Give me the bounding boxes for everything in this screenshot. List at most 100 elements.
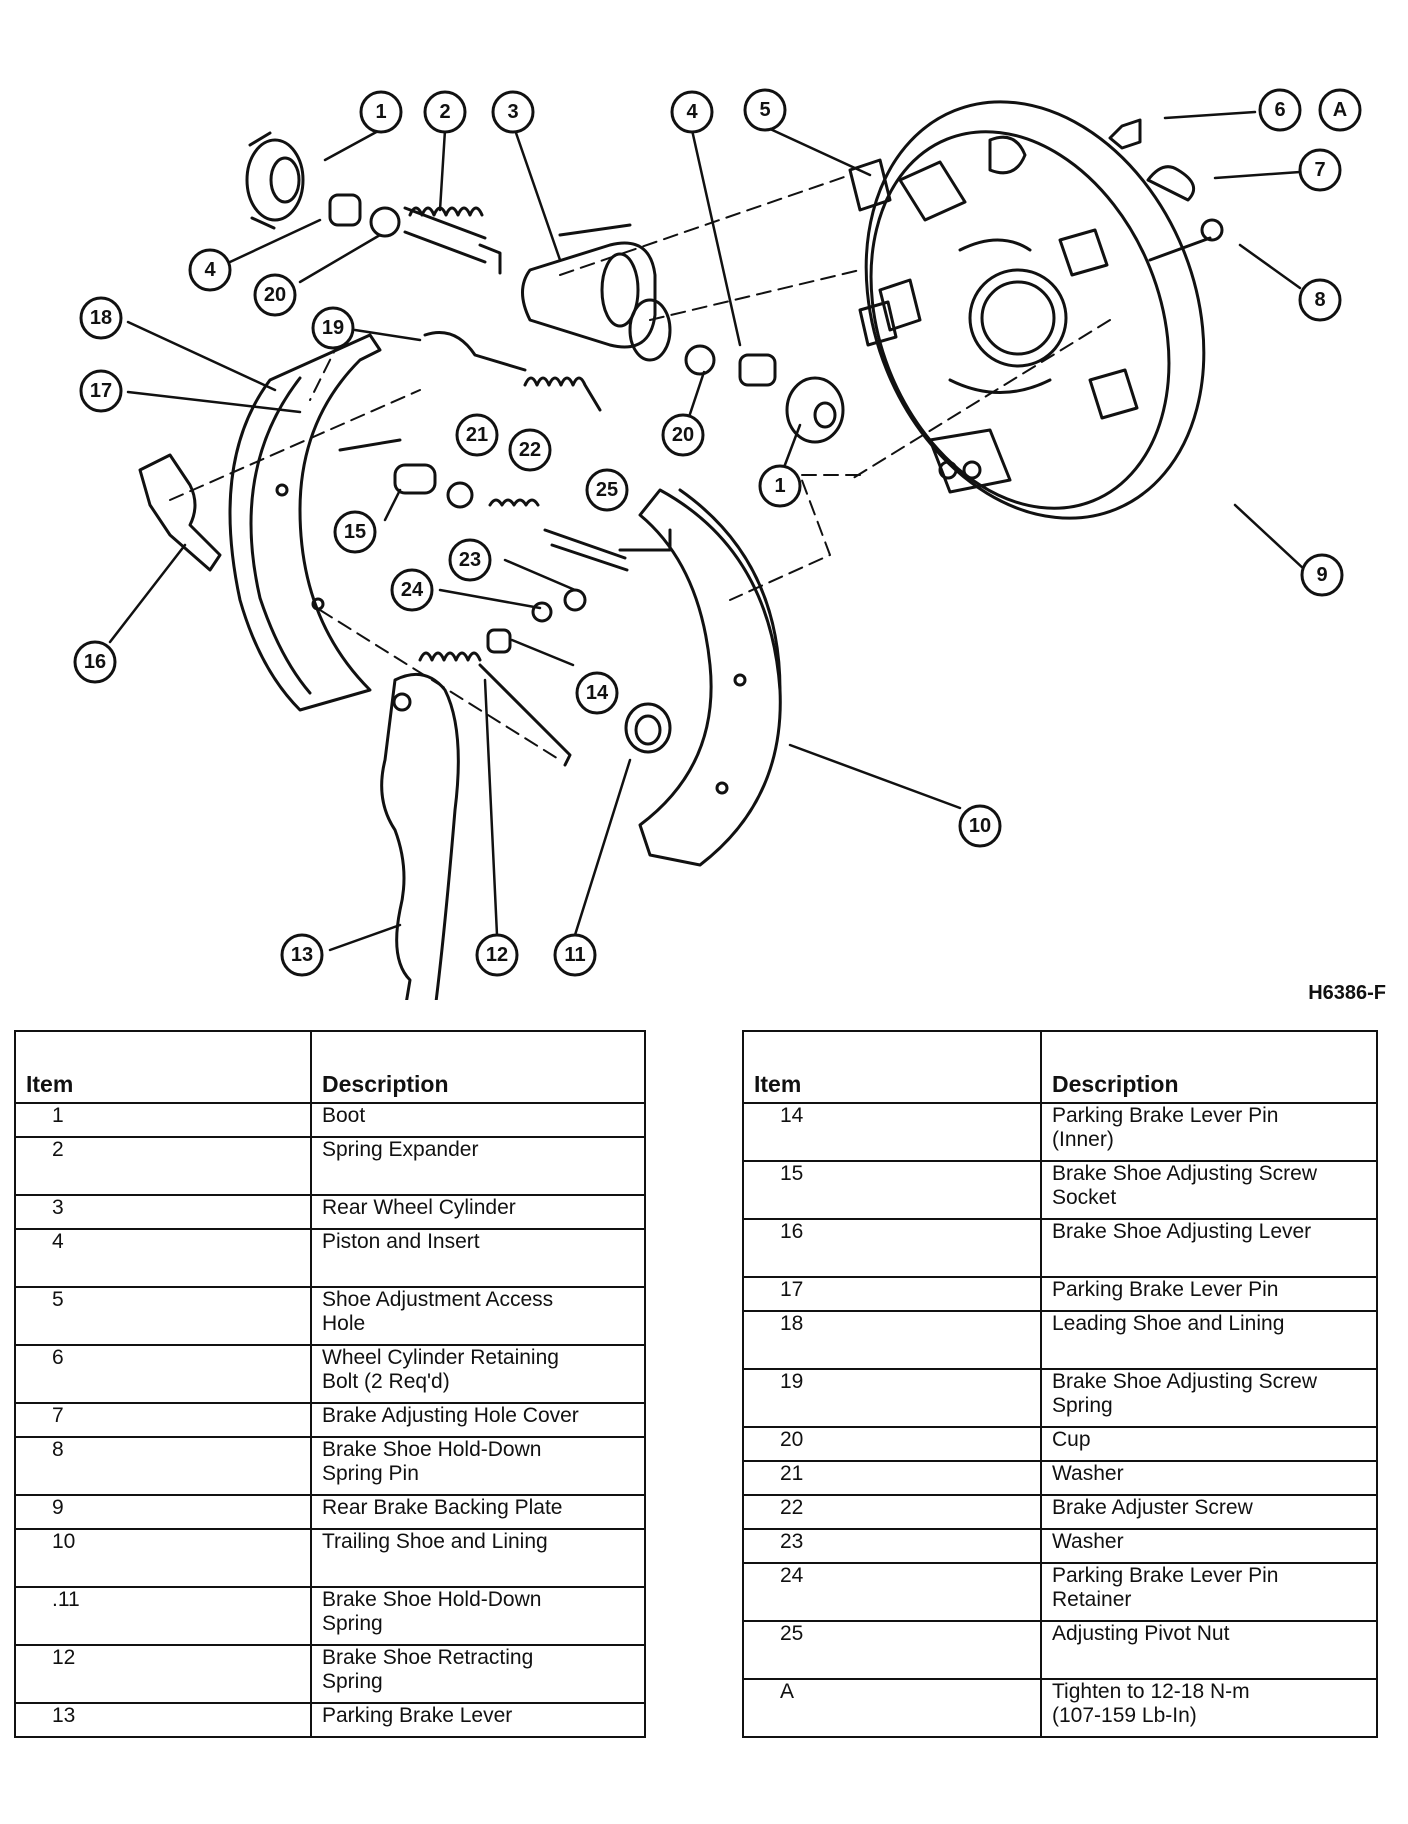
callout-label: 4: [686, 101, 698, 123]
item-number: 5: [14, 1286, 312, 1346]
callout-label: 5: [759, 99, 770, 121]
item-description: Spring Expander: [310, 1136, 646, 1196]
description-line: Brake Shoe Adjusting Lever: [1052, 1220, 1312, 1243]
callout-circle: [1258, 88, 1302, 132]
callout-circle: [448, 538, 492, 582]
item-description: Brake Shoe Adjusting Lever: [1040, 1218, 1378, 1278]
callout-circle: [1298, 278, 1342, 322]
callout-label: 12: [486, 944, 508, 966]
item-number: 3: [14, 1194, 312, 1230]
hardware-top-right: [1108, 118, 1224, 262]
description-line: Washer: [1052, 1462, 1124, 1485]
description-line: Spring Expander: [322, 1138, 479, 1161]
wheel-cylinder: [521, 223, 672, 362]
callout-circle: [1300, 553, 1344, 597]
backing-plate: [848, 100, 1206, 520]
item-description: Brake Adjusting Hole Cover: [310, 1402, 646, 1438]
description-line: Leading Shoe and Lining: [1052, 1312, 1285, 1335]
description-line: Adjusting Pivot Nut: [1052, 1622, 1230, 1645]
description-line: Retainer: [1052, 1588, 1132, 1611]
item-number: 18: [742, 1310, 1042, 1370]
callout-circle: [1318, 88, 1362, 132]
callout-label: 23: [459, 549, 481, 571]
item-description: Washer: [1040, 1460, 1378, 1496]
description-line: (Inner): [1052, 1128, 1114, 1151]
callout-label: 7: [1314, 159, 1325, 181]
description-line: Parking Brake Lever: [322, 1704, 513, 1727]
cylinder-internals-left: [245, 131, 502, 275]
item-number: 24: [742, 1562, 1042, 1622]
item-description: Parking Brake Lever Pin(Inner): [1040, 1102, 1378, 1162]
leader-lines: [108, 110, 1307, 952]
table-row: 13 Parking Brake Lever: [14, 1702, 646, 1738]
leading-shoe: [228, 333, 382, 712]
callout-label: 1: [375, 101, 386, 123]
callout-label: 6: [1274, 99, 1285, 121]
callout-circle: [670, 90, 714, 134]
description-line: Washer: [1052, 1530, 1124, 1553]
table-header: Item Description: [14, 1030, 646, 1104]
callout-label: 13: [291, 944, 313, 966]
adjuster-assembly: [338, 438, 672, 654]
description-line: Hole: [322, 1312, 366, 1335]
table-row: 16 Brake Shoe Adjusting Lever: [742, 1218, 1378, 1278]
callout-circle: [79, 296, 123, 340]
parking-brake-lever: [380, 672, 460, 1000]
callout-circle: [188, 248, 232, 292]
callout-circle: [575, 671, 619, 715]
callout-circle: [455, 413, 499, 457]
item-number: 13: [14, 1702, 312, 1738]
item-description: Tighten to 12-18 N-m(107-159 Lb-In): [1040, 1678, 1378, 1738]
description-line: Spring Pin: [322, 1462, 419, 1485]
callout-circle: [661, 413, 705, 457]
item-number: 6: [14, 1344, 312, 1404]
callout-circle: [79, 369, 123, 413]
callout-circle: [758, 464, 802, 508]
callout-label: 19: [322, 317, 344, 339]
callout-circle: [491, 90, 535, 134]
description-line: Spring: [1052, 1394, 1113, 1417]
callout-circle: [359, 90, 403, 134]
description-line: Cup: [1052, 1428, 1091, 1451]
callout-circles: [73, 88, 1362, 977]
item-description: Adjusting Pivot Nut: [1040, 1620, 1378, 1680]
callout-label: 17: [90, 380, 112, 402]
item-number: A: [742, 1678, 1042, 1738]
column-header-description: Description: [1040, 1030, 1378, 1104]
callout-circle: [390, 568, 434, 612]
brake-exploded-diagram: 1 2 3 4 5 6 A 7 8 18 17 19 21 22 25 20 1…: [73, 88, 1362, 1000]
description-line: Trailing Shoe and Lining: [322, 1530, 548, 1553]
alignment-lines: [169, 174, 1111, 761]
item-description: Trailing Shoe and Lining: [310, 1528, 646, 1588]
callout-label: 3: [507, 101, 518, 123]
item-number: 17: [742, 1276, 1042, 1312]
description-line: Socket: [1052, 1186, 1117, 1209]
item-number: 16: [742, 1218, 1042, 1278]
item-number: 20: [742, 1426, 1042, 1462]
callout-circle: [508, 428, 552, 472]
callout-label: 10: [969, 815, 991, 837]
column-header-item: Item: [14, 1030, 312, 1104]
callout-circle: [423, 90, 467, 134]
callout-label: 20: [672, 424, 694, 446]
description-line: Tighten to 12-18 N-m: [1052, 1680, 1250, 1703]
callout-label: 24: [401, 579, 424, 601]
item-number: 1: [14, 1102, 312, 1138]
